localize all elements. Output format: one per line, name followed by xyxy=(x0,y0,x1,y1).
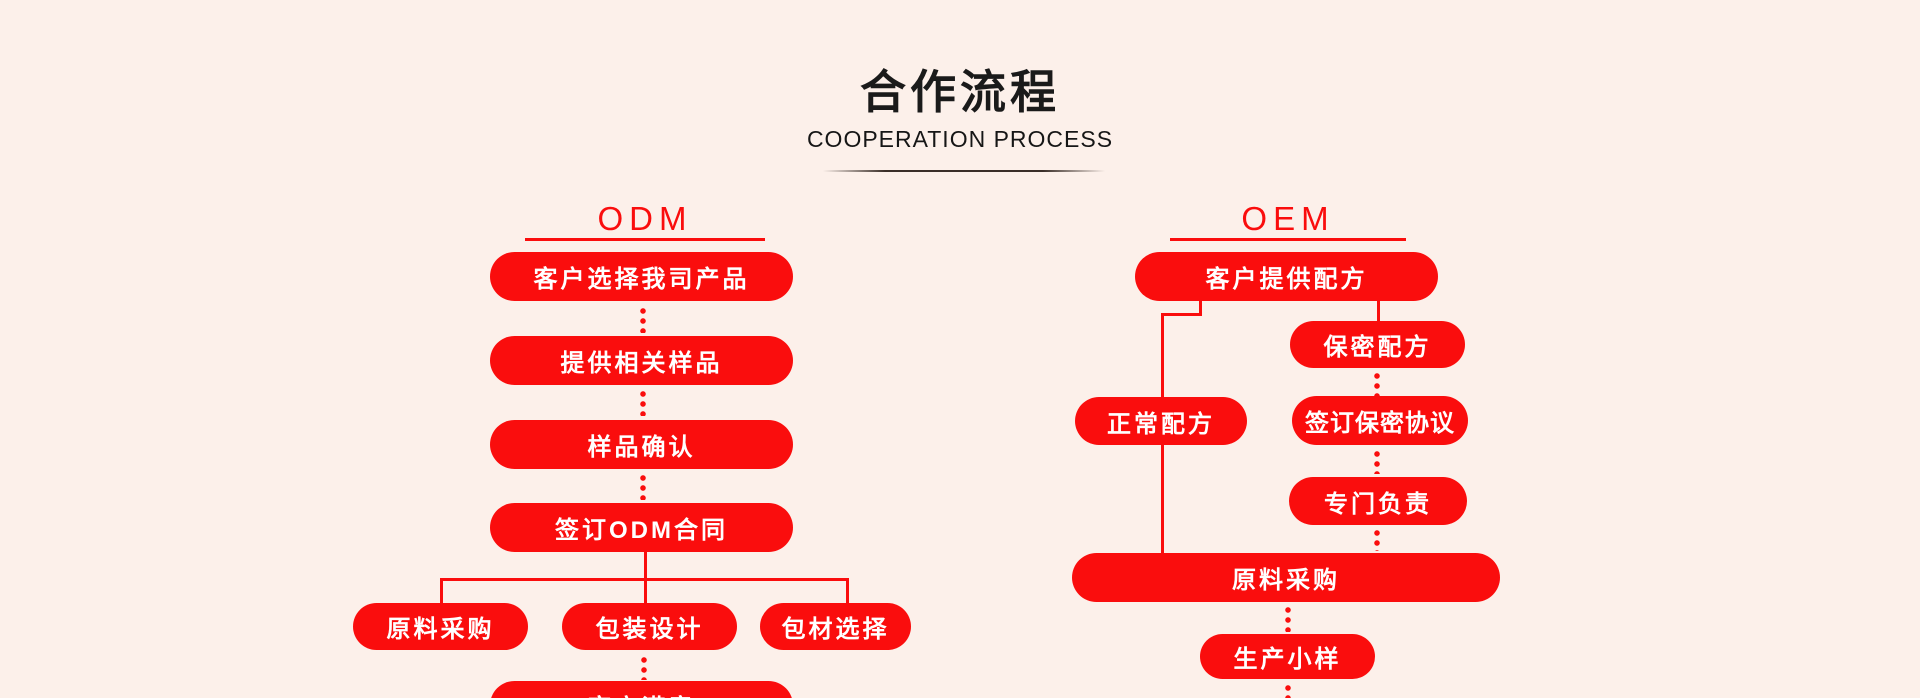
oem-step-raw-material: 原料采购 xyxy=(1072,553,1500,602)
oem-heading: OEM xyxy=(1241,200,1335,237)
title-divider xyxy=(823,170,1105,172)
dotted-connector xyxy=(639,389,647,416)
dotted-connector xyxy=(1284,683,1292,698)
dotted-connector xyxy=(639,306,647,333)
odm-heading: ODM xyxy=(597,200,693,237)
odm-step-customer-satisfied: 客户满意 xyxy=(490,681,793,698)
dotted-connector xyxy=(640,655,648,680)
solid-connector xyxy=(1377,301,1380,323)
solid-connector xyxy=(440,578,443,604)
dotted-connector xyxy=(1373,528,1381,551)
solid-connector xyxy=(644,578,647,604)
oem-step-sign-nda: 签订保密协议 xyxy=(1292,396,1468,445)
odm-branch-package-design: 包装设计 xyxy=(562,603,737,650)
odm-step-provide-samples: 提供相关样品 xyxy=(490,336,793,385)
odm-branch-raw-material: 原料采购 xyxy=(353,603,528,650)
odm-step-sample-confirm: 样品确认 xyxy=(490,420,793,469)
page-title: 合作流程 xyxy=(860,66,1060,118)
solid-connector xyxy=(846,578,849,604)
solid-connector xyxy=(644,552,647,580)
odm-step-select-product: 客户选择我司产品 xyxy=(490,252,793,301)
solid-connector xyxy=(1199,301,1202,316)
page-subtitle: COOPERATION PROCESS xyxy=(806,126,1114,152)
oem-step-dedicated-staff: 专门负责 xyxy=(1289,477,1467,525)
oem-step-customer-formula: 客户提供配方 xyxy=(1135,252,1438,301)
oem-step-normal-formula: 正常配方 xyxy=(1075,397,1247,445)
solid-connector xyxy=(1161,313,1202,316)
dotted-connector xyxy=(1373,449,1381,474)
odm-step-sign-contract: 签订ODM合同 xyxy=(490,503,793,552)
odm-heading-underline xyxy=(525,238,765,241)
dotted-connector xyxy=(1373,371,1381,396)
oem-step-production-sample: 生产小样 xyxy=(1200,634,1375,679)
odm-branch-package-material: 包材选择 xyxy=(760,603,911,650)
oem-step-secret-formula: 保密配方 xyxy=(1290,321,1465,368)
dotted-connector xyxy=(639,473,647,500)
oem-heading-underline xyxy=(1170,238,1406,241)
dotted-connector xyxy=(1284,605,1292,632)
